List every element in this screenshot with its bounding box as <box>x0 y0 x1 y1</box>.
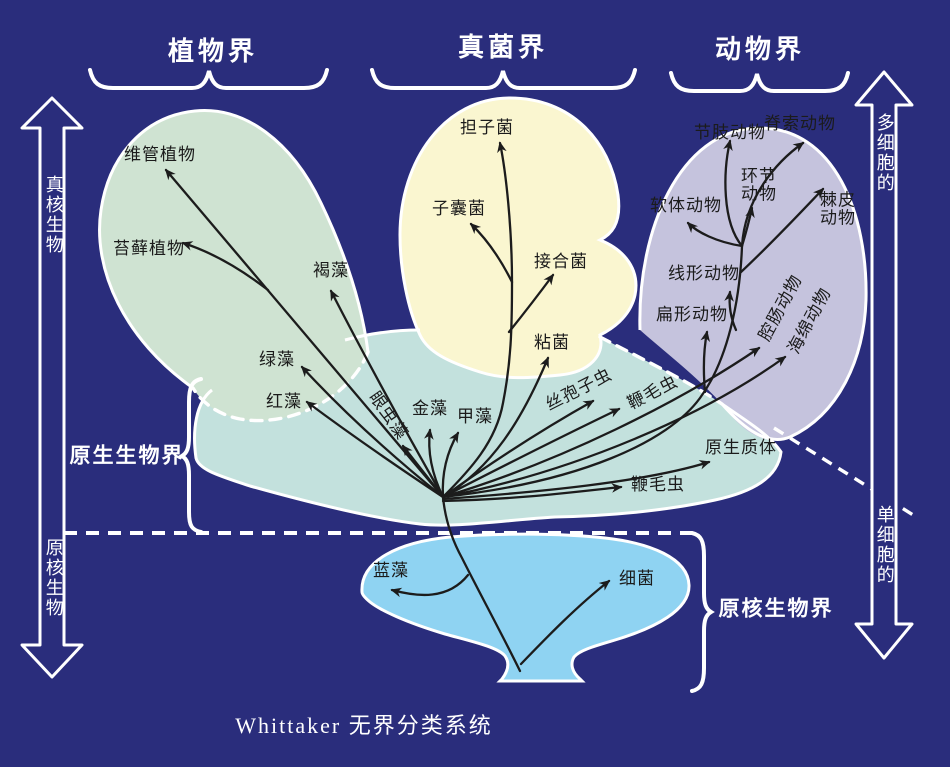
line-nematodes <box>724 290 738 332</box>
line-sporozoans <box>441 399 595 499</box>
line-animal-main <box>441 141 805 499</box>
line-dinoflagellates <box>441 431 460 499</box>
line-green-algae <box>300 365 445 499</box>
left-axis-double-arrow <box>20 96 84 679</box>
line-flagellates-lower <box>441 483 623 503</box>
line-bacteria <box>519 579 611 666</box>
line-mosses <box>181 241 270 292</box>
line-echinoderms <box>739 187 825 274</box>
line-cyanobacteria <box>390 573 470 598</box>
line-trunk <box>441 495 522 673</box>
protist-blob-outline <box>193 388 783 527</box>
fungi-brace <box>370 68 637 90</box>
line-sponges <box>441 355 787 499</box>
fungi-blob <box>398 96 638 380</box>
prokaryote-brace <box>690 531 715 693</box>
plant-protist-dashed-boundary <box>191 350 370 423</box>
protist-top-outline <box>344 328 421 342</box>
line-protoplast <box>441 460 711 501</box>
line-molluscs <box>686 221 744 248</box>
line-ascomycetes <box>469 222 514 284</box>
protist-animal-dashed-boundary <box>598 335 724 406</box>
line-flagellates-upper <box>441 407 621 499</box>
animal-blob-outline <box>638 126 868 442</box>
plant-brace <box>88 68 329 90</box>
line-arthropods <box>723 139 744 248</box>
line-euglenoids <box>401 444 445 499</box>
protist-brace <box>178 377 203 534</box>
right-axis-double-arrow <box>854 70 914 660</box>
line-annelids <box>740 206 755 248</box>
line-red-algae <box>305 400 445 499</box>
line-vascular-plants <box>164 168 445 499</box>
phylogeny-lines <box>164 139 825 673</box>
braces <box>88 68 850 693</box>
line-flatworms <box>700 330 710 394</box>
line-fungi-main <box>441 141 514 499</box>
line-brown-algae <box>329 289 445 499</box>
plant-blob-outline <box>98 109 370 390</box>
line-coelenterates <box>441 346 761 499</box>
line-golden-algae <box>424 428 445 499</box>
line-zygomycetes <box>507 273 555 334</box>
animal-brace <box>669 71 850 93</box>
animal-blob <box>639 127 867 441</box>
